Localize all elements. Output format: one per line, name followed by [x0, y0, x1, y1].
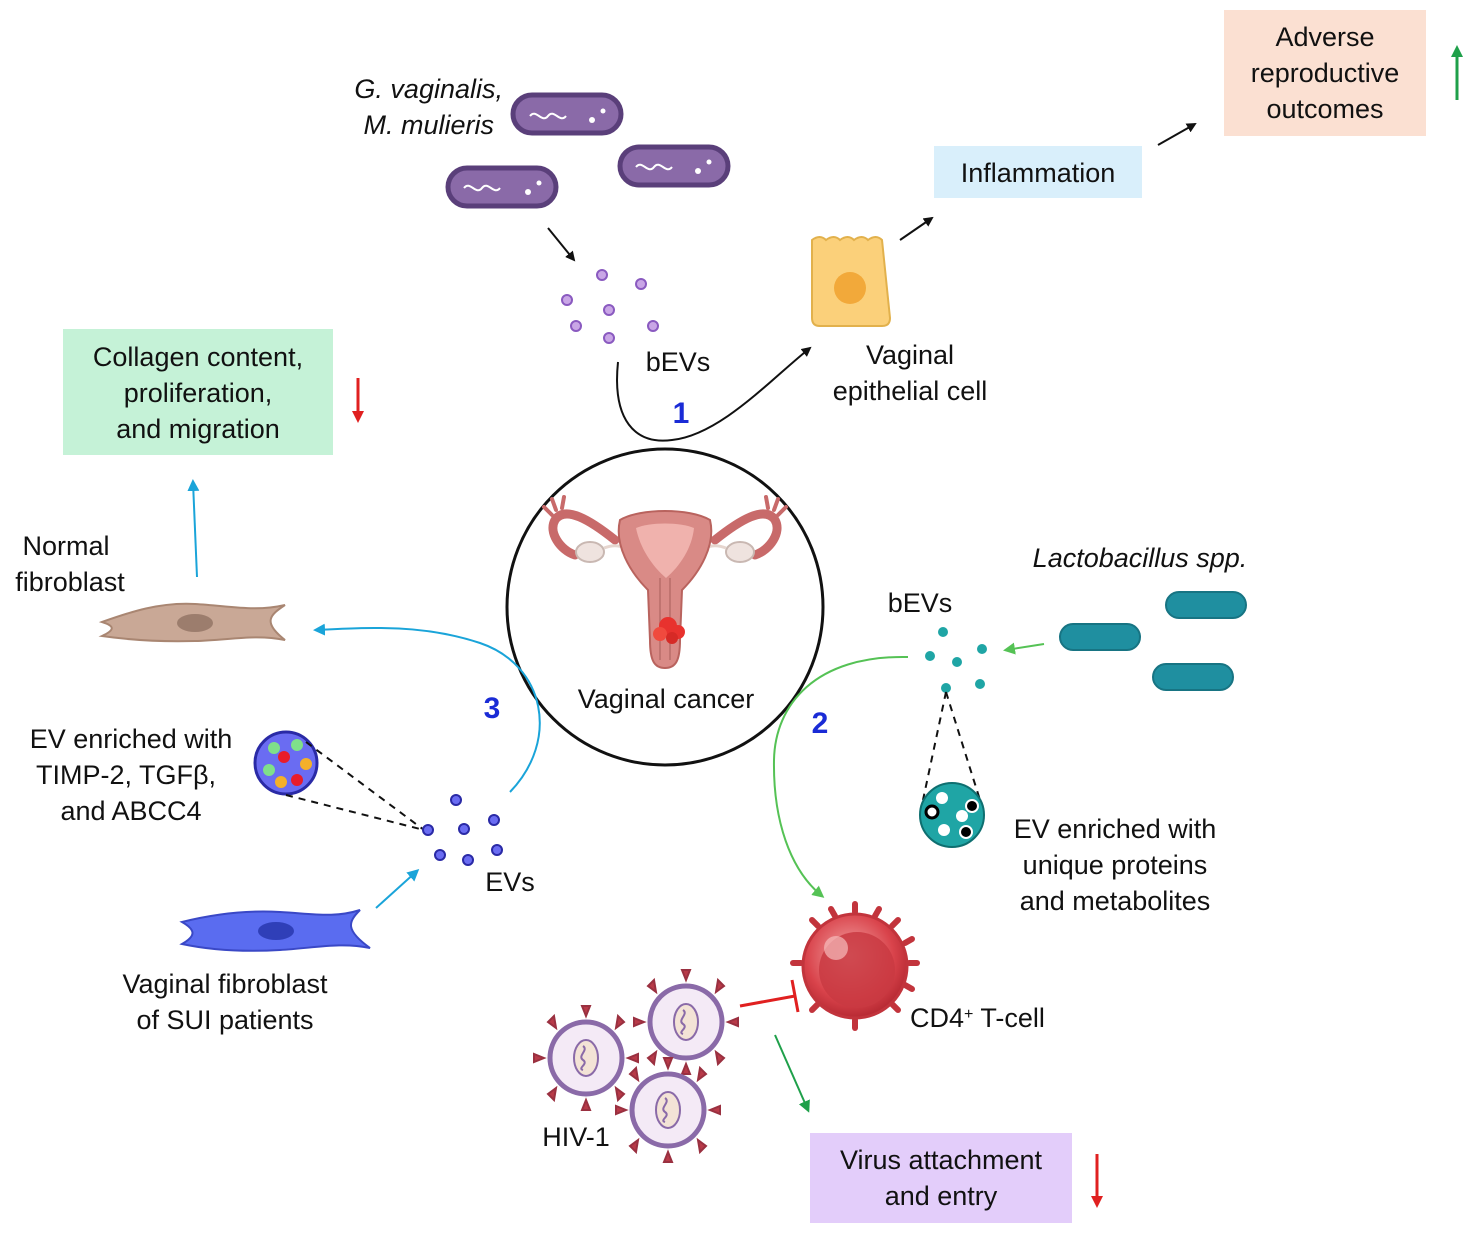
bacteria-purple-1 [510, 92, 624, 136]
hiv-label: HIV-1 [542, 1122, 610, 1152]
epithelial-label-line1: Vaginal [866, 340, 954, 370]
ev2-label-line2: unique proteins [1023, 850, 1208, 880]
bevs-teal-dots [925, 627, 987, 693]
center-label: Vaginal cancer [578, 684, 755, 714]
lacto-bacterium-2 [1059, 623, 1141, 651]
sui-fibroblast-icon [179, 909, 371, 952]
ev-blue-icon [253, 730, 319, 796]
adverse-outcomes-line1: Adverse [1275, 22, 1374, 52]
collagen-line1: Collagen content, [93, 342, 303, 372]
lacto-label: Lactobacillus spp. [1033, 543, 1248, 573]
bacteria-purple-3 [445, 165, 559, 209]
epithelial-label-line2: epithelial cell [833, 376, 988, 406]
pathway-2-arrow [772, 655, 909, 898]
bevs-purple-dots [561, 269, 659, 344]
evs-label-3: EVs [485, 867, 535, 897]
inflammation-label: Inflammation [961, 158, 1116, 188]
pathway-3-arrow [313, 623, 541, 793]
inflammation-box [934, 146, 1142, 198]
center-uterus-node: Vaginal cancer [505, 447, 825, 767]
virus-entry-box [810, 1133, 1072, 1223]
ev3-label-line2: TIMP-2, TGFβ, [36, 760, 216, 790]
ev3-label-line3: and ABCC4 [60, 796, 201, 826]
virus-icon-1 [633, 969, 739, 1075]
pathway-3: Collagen content, proliferation, and mig… [15, 329, 541, 1035]
bevs-label-1: bEVs [646, 347, 711, 377]
adverse-outcomes-line2: reproductive [1251, 58, 1400, 88]
lacto-bacterium-1 [1165, 591, 1247, 619]
t-cell-icon [790, 901, 920, 1031]
collagen-box [63, 329, 333, 455]
pathway-1: G. vaginalis, M. mulieris bEVs 1 [354, 10, 1463, 442]
tumor-icon [653, 617, 685, 644]
ev3-label-line1: EV enriched with [30, 724, 233, 754]
sui-fibroblast-line1: Vaginal fibroblast [122, 969, 328, 999]
bevs-label-2: bEVs [888, 588, 953, 618]
collagen-line3: and migration [116, 414, 280, 444]
evs-blue-dots [422, 794, 503, 866]
epithelial-cell-icon [811, 236, 892, 327]
normal-fibroblast-icon [98, 602, 286, 643]
bacteria-purple-2 [617, 144, 731, 188]
ev2-label-line3: and metabolites [1020, 886, 1211, 916]
uterus-icon [542, 495, 788, 670]
inhibit-symbol [739, 979, 800, 1013]
ev2-label-line1: EV enriched with [1014, 814, 1217, 844]
virus-icon-3 [615, 1057, 721, 1163]
lacto-bacterium-3 [1152, 663, 1234, 691]
virus-entry-line2: and entry [885, 1181, 998, 1211]
gv-label-line2: M. mulieris [363, 110, 494, 140]
normal-fibroblast-line1: Normal [22, 531, 109, 561]
tcell-label: CD4+ T-cell [910, 1003, 1045, 1033]
sui-fibroblast-line2: of SUI patients [136, 1005, 313, 1035]
ev-teal-icon [919, 782, 985, 848]
pathway-1-arrow [616, 346, 812, 442]
normal-fibroblast-line2: fibroblast [15, 567, 125, 597]
adverse-outcomes-box [1224, 10, 1426, 136]
pathway-2-number: 2 [812, 707, 829, 740]
pathway-3-number: 3 [484, 692, 501, 725]
virus-entry-line1: Virus attachment [840, 1145, 1043, 1175]
pathway-1-number: 1 [673, 397, 690, 430]
pathway-2: Lactobacillus spp. bEVs EV enriched with… [533, 543, 1248, 1223]
adverse-outcomes-line3: outcomes [1266, 94, 1383, 124]
gv-label-line1: G. vaginalis, [354, 74, 503, 104]
collagen-line2: proliferation, [124, 378, 273, 408]
virus-icon-2 [533, 1005, 639, 1111]
